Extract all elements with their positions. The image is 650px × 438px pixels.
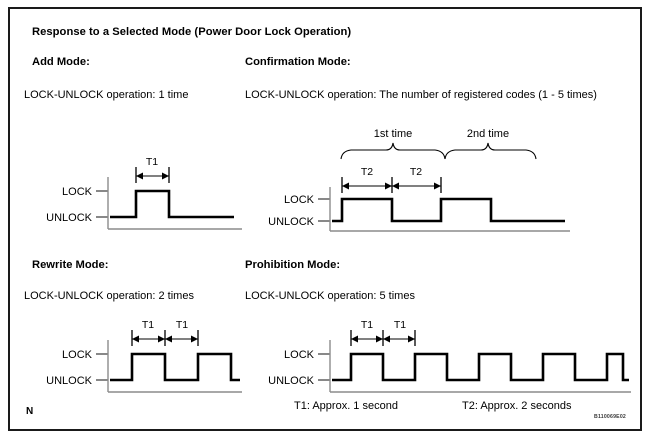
confirmation-dim-label-1: T2 — [361, 166, 373, 178]
add-mode-dim-label: T1 — [146, 156, 158, 168]
prohibition-unlock-label: UNLOCK — [268, 375, 315, 387]
prohibition-dim-label-1: T1 — [361, 319, 373, 331]
legend-t1: T1: Approx. 1 second — [294, 400, 398, 412]
diagram-frame: Response to a Selected Mode (Power Door … — [8, 7, 642, 431]
confirmation-brace-1 — [340, 142, 446, 160]
confirmation-lock-label: LOCK — [284, 194, 315, 206]
rewrite-dim-label-2: T1 — [176, 319, 188, 331]
rewrite-lock-label: LOCK — [62, 349, 93, 361]
confirmation-brace-2 — [444, 142, 537, 160]
add-mode-waveform: T1 LOCK UNLOCK — [24, 151, 244, 231]
prohibition-dim-label-2: T1 — [394, 319, 406, 331]
rewrite-dimension-lines — [131, 330, 199, 346]
rewrite-mode-waveform: T1 T1 LOCK UNLOCK — [24, 314, 244, 400]
confirmation-brace-label-2: 2nd time — [467, 128, 509, 140]
prohibition-lock-label: LOCK — [284, 349, 315, 361]
legend-t2: T2: Approx. 2 seconds — [462, 400, 572, 412]
prohibition-mode-waveform: T1 T1 LOCK UNLOCK — [245, 314, 635, 400]
prohibition-mode-heading: Prohibition Mode: — [245, 259, 341, 271]
confirmation-mode-heading: Confirmation Mode: — [245, 56, 351, 68]
add-mode-heading: Add Mode: — [32, 56, 90, 68]
confirmation-unlock-label: UNLOCK — [268, 216, 315, 228]
prohibition-mode-description: LOCK-UNLOCK operation: 5 times — [245, 290, 415, 302]
rewrite-mode-heading: Rewrite Mode: — [32, 259, 109, 271]
corner-mark: N — [26, 406, 34, 417]
rewrite-mode-description: LOCK-UNLOCK operation: 2 times — [24, 290, 194, 302]
add-mode-unlock-label: UNLOCK — [46, 212, 93, 224]
page-title: Response to a Selected Mode (Power Door … — [32, 26, 352, 38]
rewrite-dim-label-1: T1 — [142, 319, 154, 331]
rewrite-unlock-label: UNLOCK — [46, 375, 93, 387]
confirmation-mode-description: LOCK-UNLOCK operation: The number of reg… — [245, 89, 597, 101]
add-mode-dimension-line — [135, 167, 170, 183]
prohibition-dimension-lines — [350, 330, 416, 346]
add-mode-description: LOCK-UNLOCK operation: 1 time — [24, 89, 189, 101]
confirmation-mode-waveform: 1st time 2nd time T2 T2 — [245, 121, 575, 232]
confirmation-dim-label-2: T2 — [410, 166, 422, 178]
confirmation-brace-label-1: 1st time — [374, 128, 413, 140]
document-code: B110069E02 — [594, 414, 626, 420]
add-mode-lock-label: LOCK — [62, 186, 93, 198]
confirmation-dimension-lines — [341, 177, 442, 193]
